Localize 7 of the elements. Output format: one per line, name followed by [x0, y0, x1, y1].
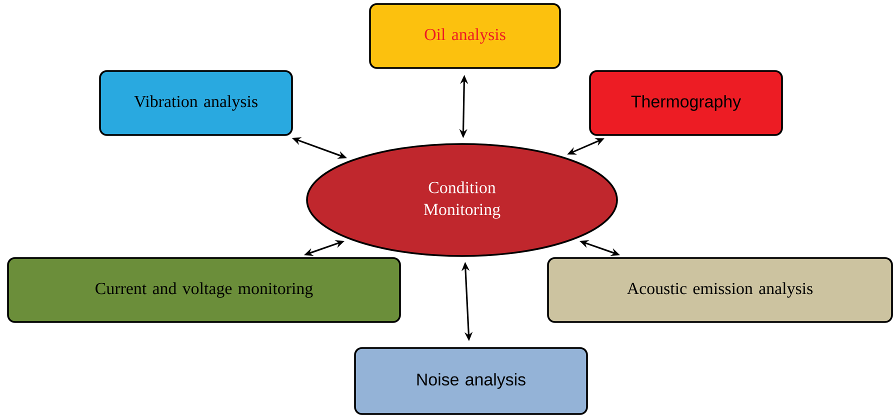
rounded-box: Vibration analysis	[99, 70, 293, 136]
rounded-box: Thermography	[589, 70, 783, 136]
rounded-box: Oil analysis	[369, 3, 561, 69]
ellipse-node: Condition Monitoring	[306, 143, 618, 257]
rounded-box: Current and voltage monitoring	[7, 257, 401, 323]
rounded-box: Acoustic emission analysis	[547, 257, 893, 323]
rounded-box: Noise analysis	[354, 347, 588, 415]
